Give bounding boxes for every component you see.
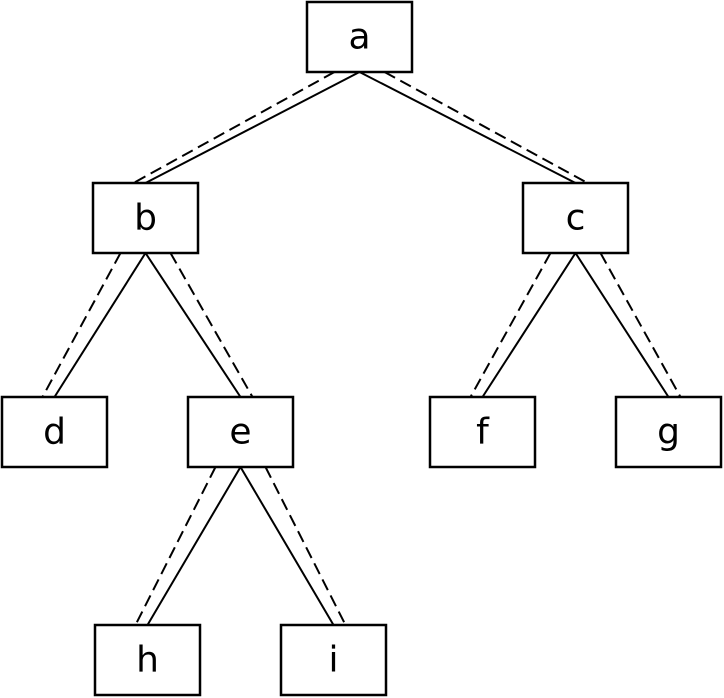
edge-solid-line [144,252,242,398]
tree-node-e: e [186,395,295,469]
edge-solid-line [146,466,242,626]
node-box [305,0,414,74]
node-label: f [476,412,490,453]
node-label: d [43,412,66,453]
edge-solid-line [145,71,360,184]
node-box [279,623,388,697]
edge-a-b [133,71,360,184]
node-label: b [134,198,157,239]
edge-dashed-line [41,252,122,398]
edge-dashed-line [133,71,335,184]
tree-node-a: a [305,0,414,74]
node-box [428,395,537,469]
edges-layer [41,71,682,626]
edge-dashed-line [469,252,552,398]
node-box [521,181,630,255]
edge-solid-line [53,252,147,398]
edge-c-f [469,252,577,398]
edge-solid-line [574,252,670,398]
edge-a-c [359,71,588,184]
tree-node-d: d [0,395,109,469]
edge-dashed-line [169,252,254,398]
edge-dashed-line [384,71,588,184]
edge-e-i [239,466,347,626]
edge-solid-line [359,71,576,184]
edge-dashed-line [134,466,217,626]
tree-node-g: g [614,395,723,469]
edge-c-g [574,252,682,398]
node-box [186,395,295,469]
edge-b-e [144,252,254,398]
edge-dashed-line [264,466,347,626]
node-label: i [328,640,338,681]
edge-b-d [41,252,147,398]
node-box [0,395,109,469]
tree-node-c: c [521,181,630,255]
tree-node-f: f [428,395,537,469]
node-box [614,395,723,469]
edge-solid-line [239,466,335,626]
node-label: g [657,412,680,453]
tree-node-b: b [91,181,200,255]
node-label: c [566,198,586,239]
tree-node-i: i [279,623,388,697]
edge-solid-line [481,252,577,398]
node-label: e [229,412,251,453]
tree-node-h: h [93,623,202,697]
edge-e-h [134,466,242,626]
node-label: a [348,17,370,58]
node-box [91,181,200,255]
node-label: h [136,640,159,681]
node-box [93,623,202,697]
edge-dashed-line [599,252,682,398]
